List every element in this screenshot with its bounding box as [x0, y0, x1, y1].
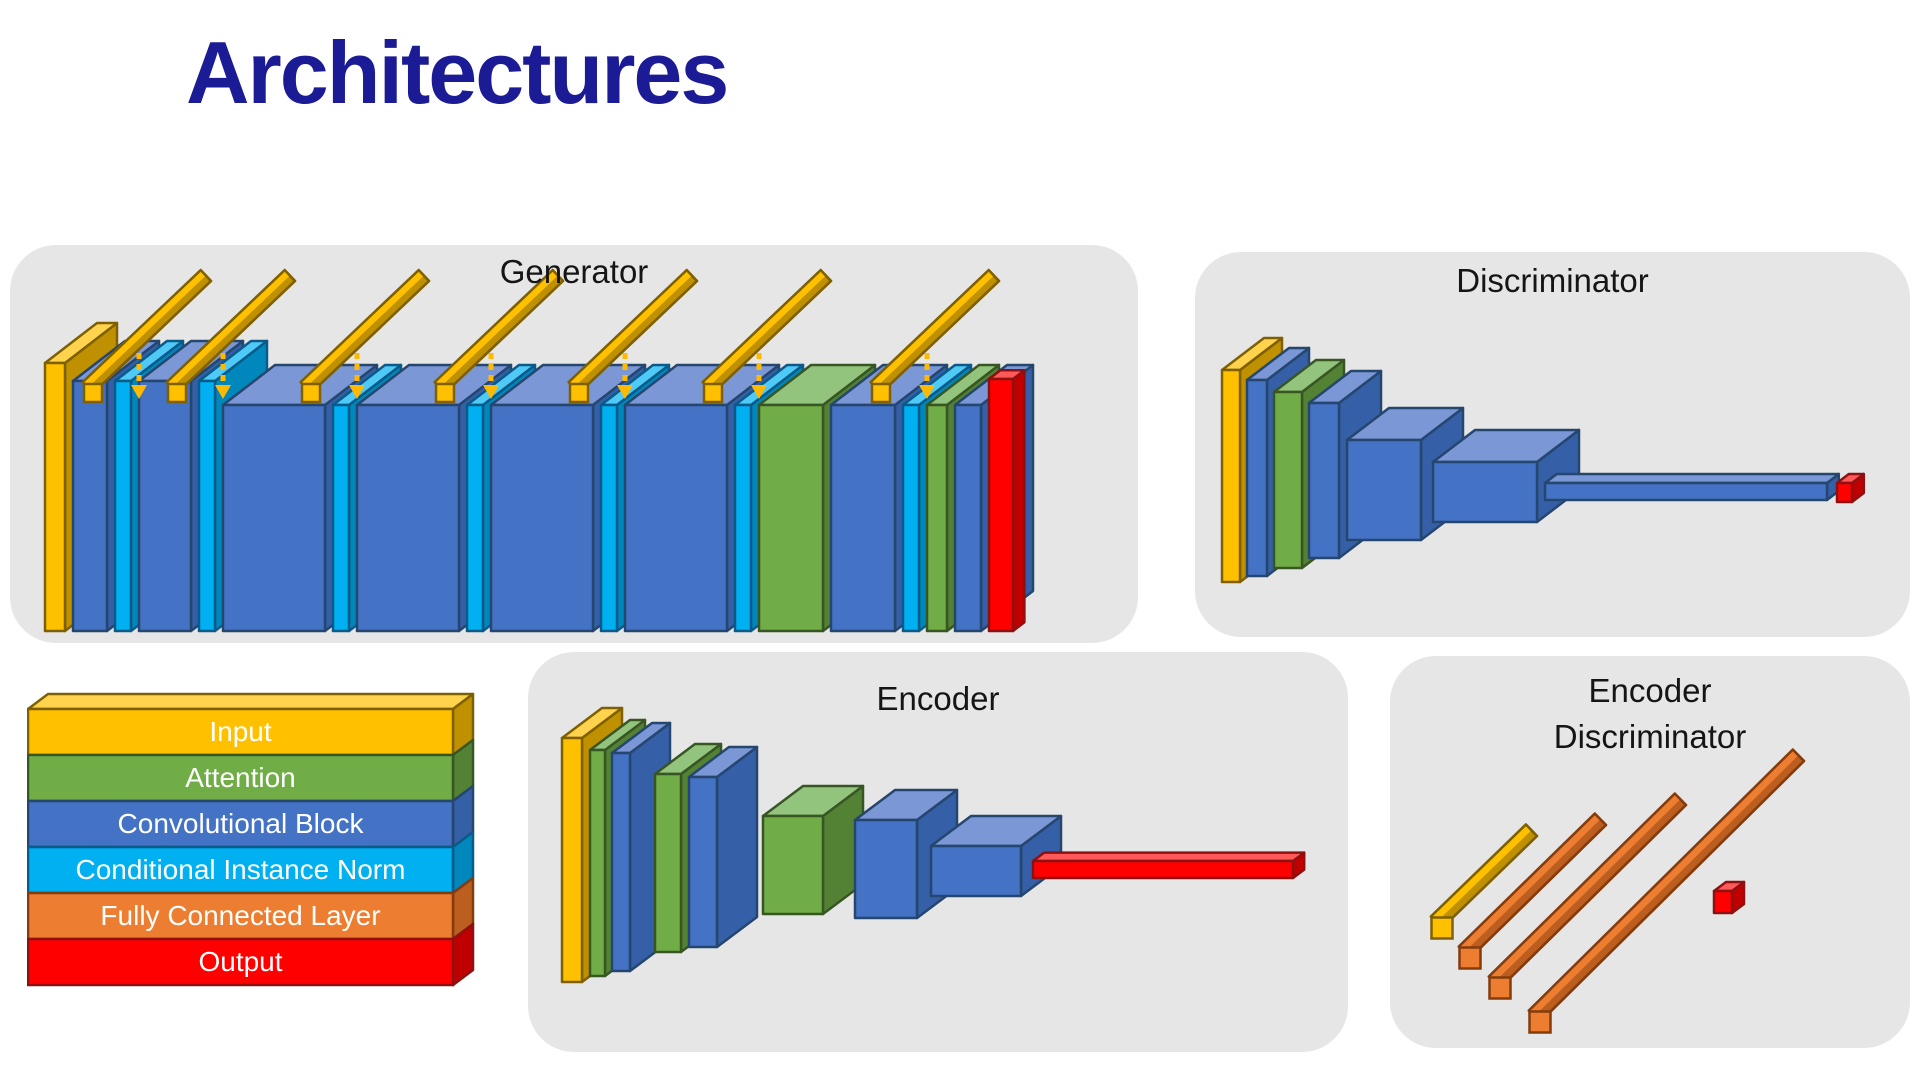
- generator-diagram: [43, 268, 1035, 633]
- legend-item-attention: Attention: [185, 762, 296, 793]
- layer-conv: [1543, 472, 1841, 502]
- layer-attention: [761, 784, 865, 916]
- fc-bar-fc: [1527, 748, 1806, 1034]
- condition-bar: [701, 268, 833, 404]
- legend-bar-output: [27, 922, 475, 987]
- legend-top-face: [27, 692, 475, 711]
- condition-bar: [81, 268, 213, 404]
- layer-output: [987, 368, 1026, 633]
- condition-bar: [567, 268, 699, 404]
- fc-bar-input: [1429, 823, 1539, 940]
- layer-conv: [687, 745, 759, 949]
- encoder-diagram: [560, 706, 1306, 984]
- condition-arrow-icon: [919, 353, 935, 399]
- legend: Input Attention Convolutional Block Cond…: [27, 692, 507, 992]
- layer-output: [1835, 472, 1866, 504]
- discriminator-panel: Discriminator: [1195, 252, 1910, 637]
- fc-bar-fc: [1457, 812, 1608, 970]
- encoder-discriminator-panel: Encoder Discriminator: [1390, 656, 1910, 1048]
- condition-bar: [433, 268, 565, 404]
- condition-arrow-icon: [215, 353, 231, 399]
- condition-arrow-icon: [617, 353, 633, 399]
- condition-bar: [165, 268, 297, 404]
- encoder-discriminator-diagram: [1429, 748, 1806, 1034]
- legend-item-fully-connected-layer: Fully Connected Layer: [100, 900, 381, 931]
- legend-bar-fc: [27, 876, 475, 941]
- encoder-discriminator-title: Encoder Discriminator: [1390, 668, 1910, 760]
- condition-bar: [299, 268, 431, 404]
- generator-title: Generator: [499, 253, 649, 290]
- legend-item-conditional-instance-norm: Conditional Instance Norm: [75, 854, 406, 885]
- legend-bar-attention: [27, 738, 475, 803]
- legend-bar-conv: [27, 784, 475, 849]
- encoder-panel: Encoder: [528, 652, 1348, 1052]
- discriminator-title: Discriminator: [1456, 262, 1649, 299]
- condition-arrow-icon: [483, 353, 499, 399]
- legend-item-input: Input: [209, 716, 272, 747]
- legend-item-convolutional-block: Convolutional Block: [117, 808, 364, 839]
- page-title: Architectures: [186, 23, 729, 122]
- legend-graphic: [27, 692, 475, 987]
- legend-bar-cin: [27, 830, 475, 895]
- fc-bar-fc: [1487, 792, 1688, 1000]
- condition-arrow-icon: [751, 353, 767, 399]
- layer-output: [1031, 851, 1306, 880]
- condition-bar: [869, 268, 1001, 404]
- condition-arrow-icon: [349, 353, 365, 399]
- layer-output: [1712, 880, 1746, 915]
- encoder-title: Encoder: [876, 680, 1000, 717]
- encoder-discriminator-title-line2: Discriminator: [1553, 718, 1747, 755]
- encoder-discriminator-title-line1: Encoder: [1588, 672, 1712, 709]
- discriminator-diagram: [1220, 336, 1866, 584]
- legend-item-output: Output: [198, 946, 283, 977]
- condition-arrow-icon: [131, 353, 147, 399]
- layer-conv: [1431, 428, 1581, 524]
- generator-panel: Generator: [10, 245, 1138, 643]
